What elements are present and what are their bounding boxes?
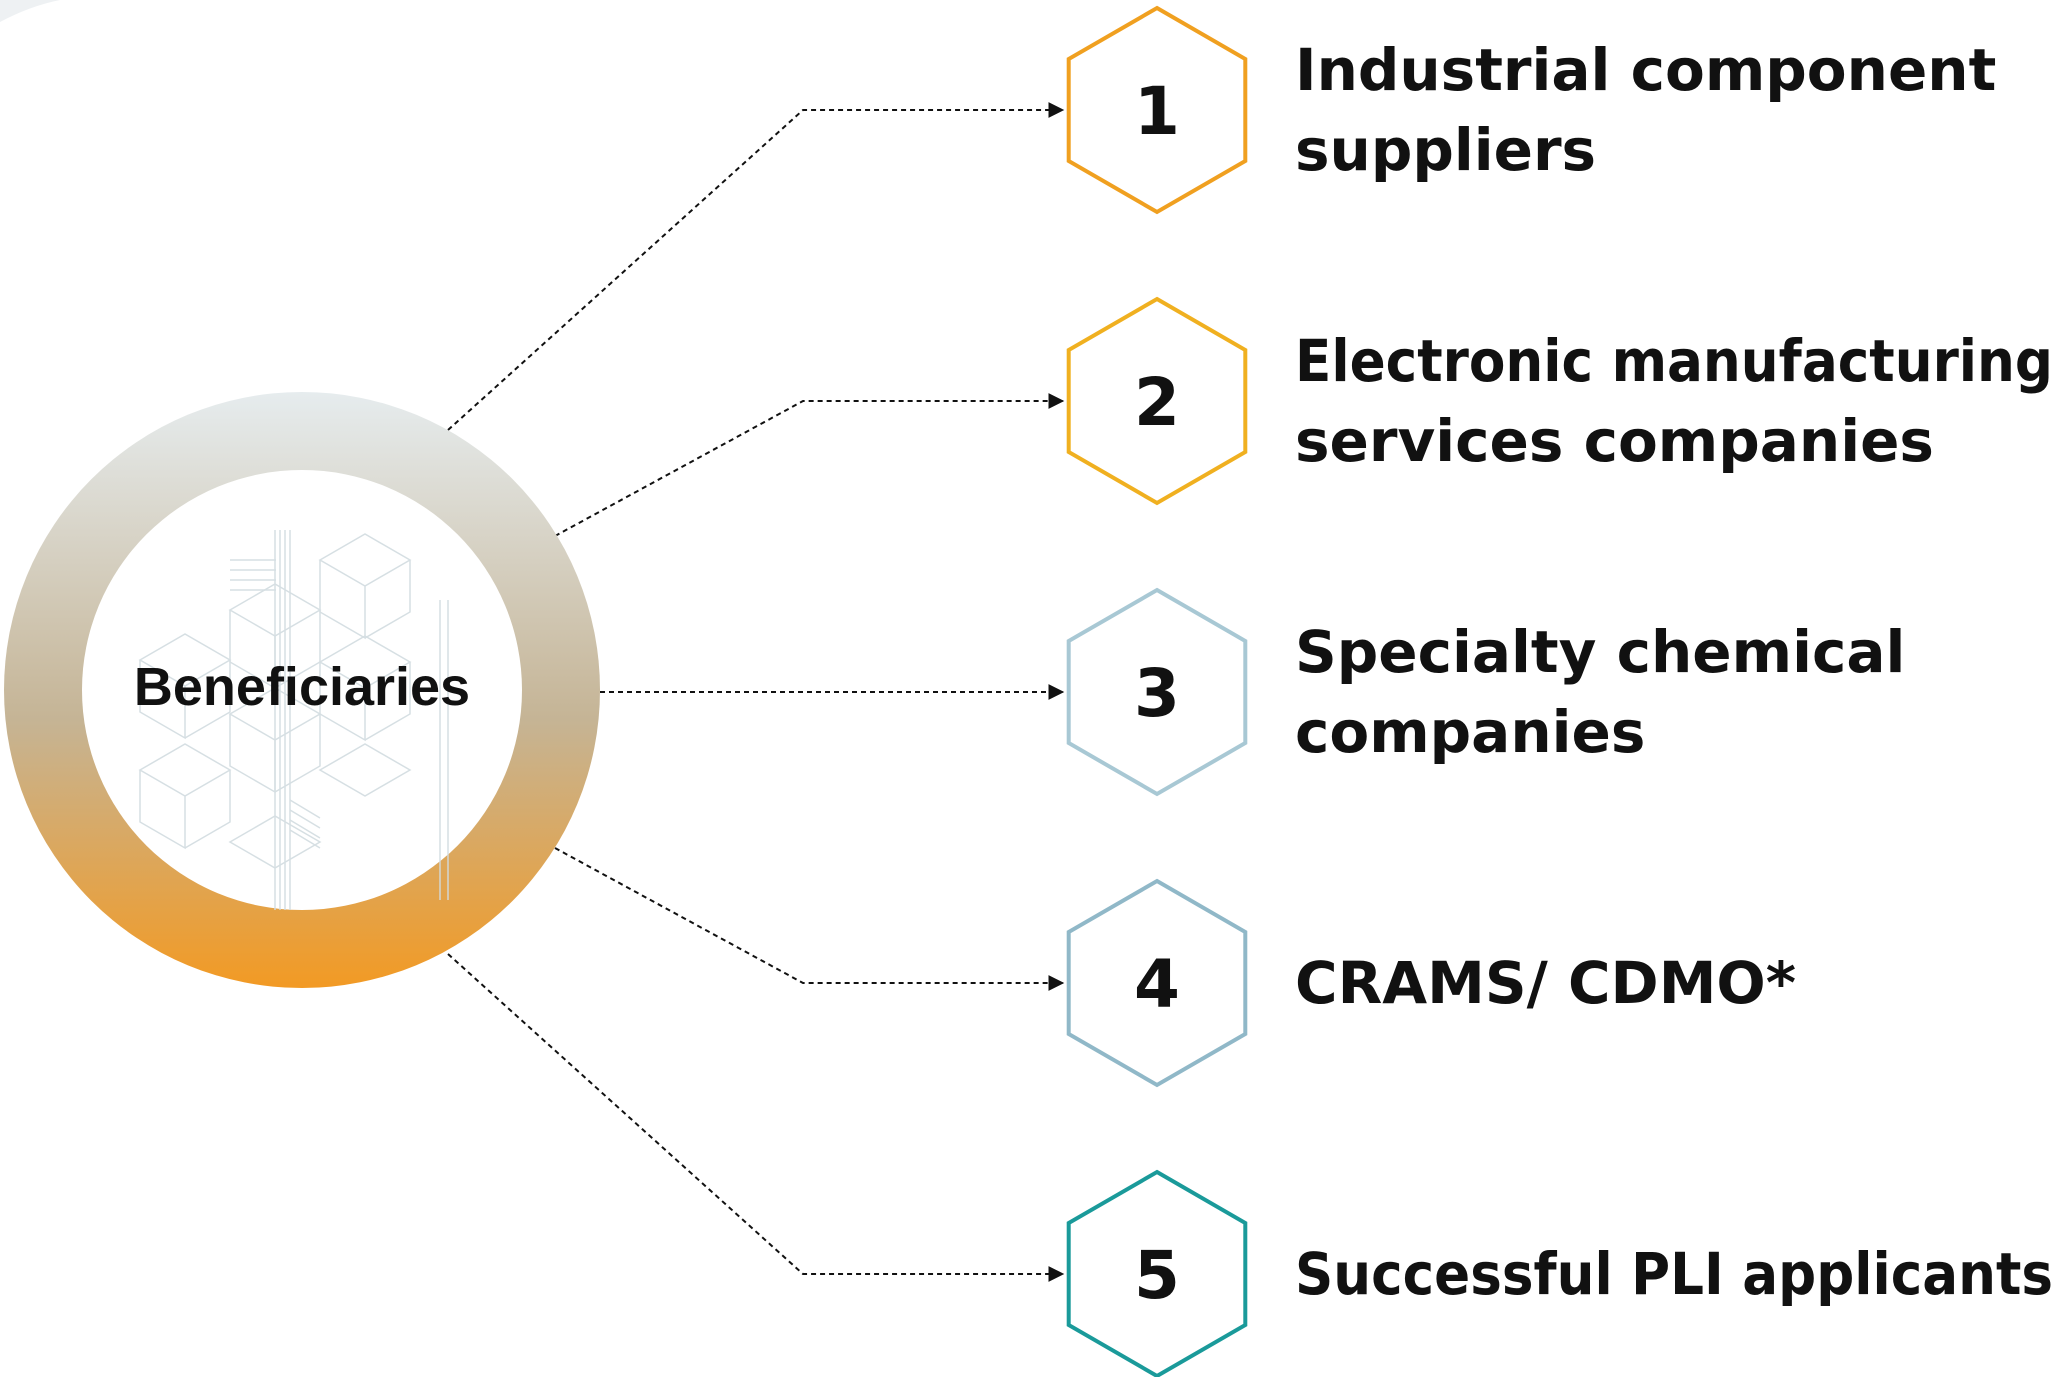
item-number: 2 [1134, 364, 1180, 441]
item-label-line: Electronic manufacturing [1295, 327, 2053, 395]
beneficiary-list: 1 Industrial component suppliers 2 Electroni… [1066, 5, 2053, 1377]
hub: Beneficiaries [4, 392, 600, 988]
item-label-line: suppliers [1295, 116, 1596, 184]
beneficiary-item-4: 4 CRAMS/ CDMO* [1066, 878, 1796, 1088]
item-number: 5 [1134, 1237, 1180, 1314]
item-label-line: Successful PLI applicants [1295, 1240, 2053, 1308]
item-label-line: Industrial component [1295, 36, 1996, 104]
item-label-line: CRAMS/ CDMO* [1295, 949, 1796, 1017]
connector-arrow-1 [447, 102, 1065, 431]
cube-pattern-decoration [138, 530, 449, 910]
item-label-line: companies [1295, 698, 1645, 766]
item-label-line: Specialty chemical [1295, 618, 1905, 686]
beneficiary-item-3: 3 Specialty chemical companies [1066, 587, 1905, 797]
hexagon-badge [1066, 296, 1248, 506]
connector-arrow-4 [554, 847, 1065, 991]
item-label-line: services companies [1295, 407, 1934, 475]
connector-lines [447, 102, 1065, 1282]
beneficiary-item-2: 2 Electronic manufacturing services compan… [1066, 296, 2053, 506]
item-number: 3 [1134, 655, 1180, 732]
hexagon-badge [1066, 587, 1248, 797]
hexagon-badge [1066, 1169, 1248, 1377]
hexagon-badge [1066, 5, 1248, 215]
connector-arrow-5 [447, 953, 1065, 1282]
beneficiary-item-1: 1 Industrial component suppliers [1066, 5, 1996, 215]
item-number: 1 [1134, 73, 1180, 150]
hub-inner-disc [82, 470, 522, 910]
hub-label: Beneficiaries [134, 657, 470, 717]
corner-swoosh-decoration [0, 0, 60, 22]
connector-arrow-2 [554, 393, 1065, 537]
beneficiary-item-5: 5 Successful PLI applicants [1066, 1169, 2053, 1377]
item-number: 4 [1134, 946, 1180, 1023]
hexagon-badge [1066, 878, 1248, 1088]
